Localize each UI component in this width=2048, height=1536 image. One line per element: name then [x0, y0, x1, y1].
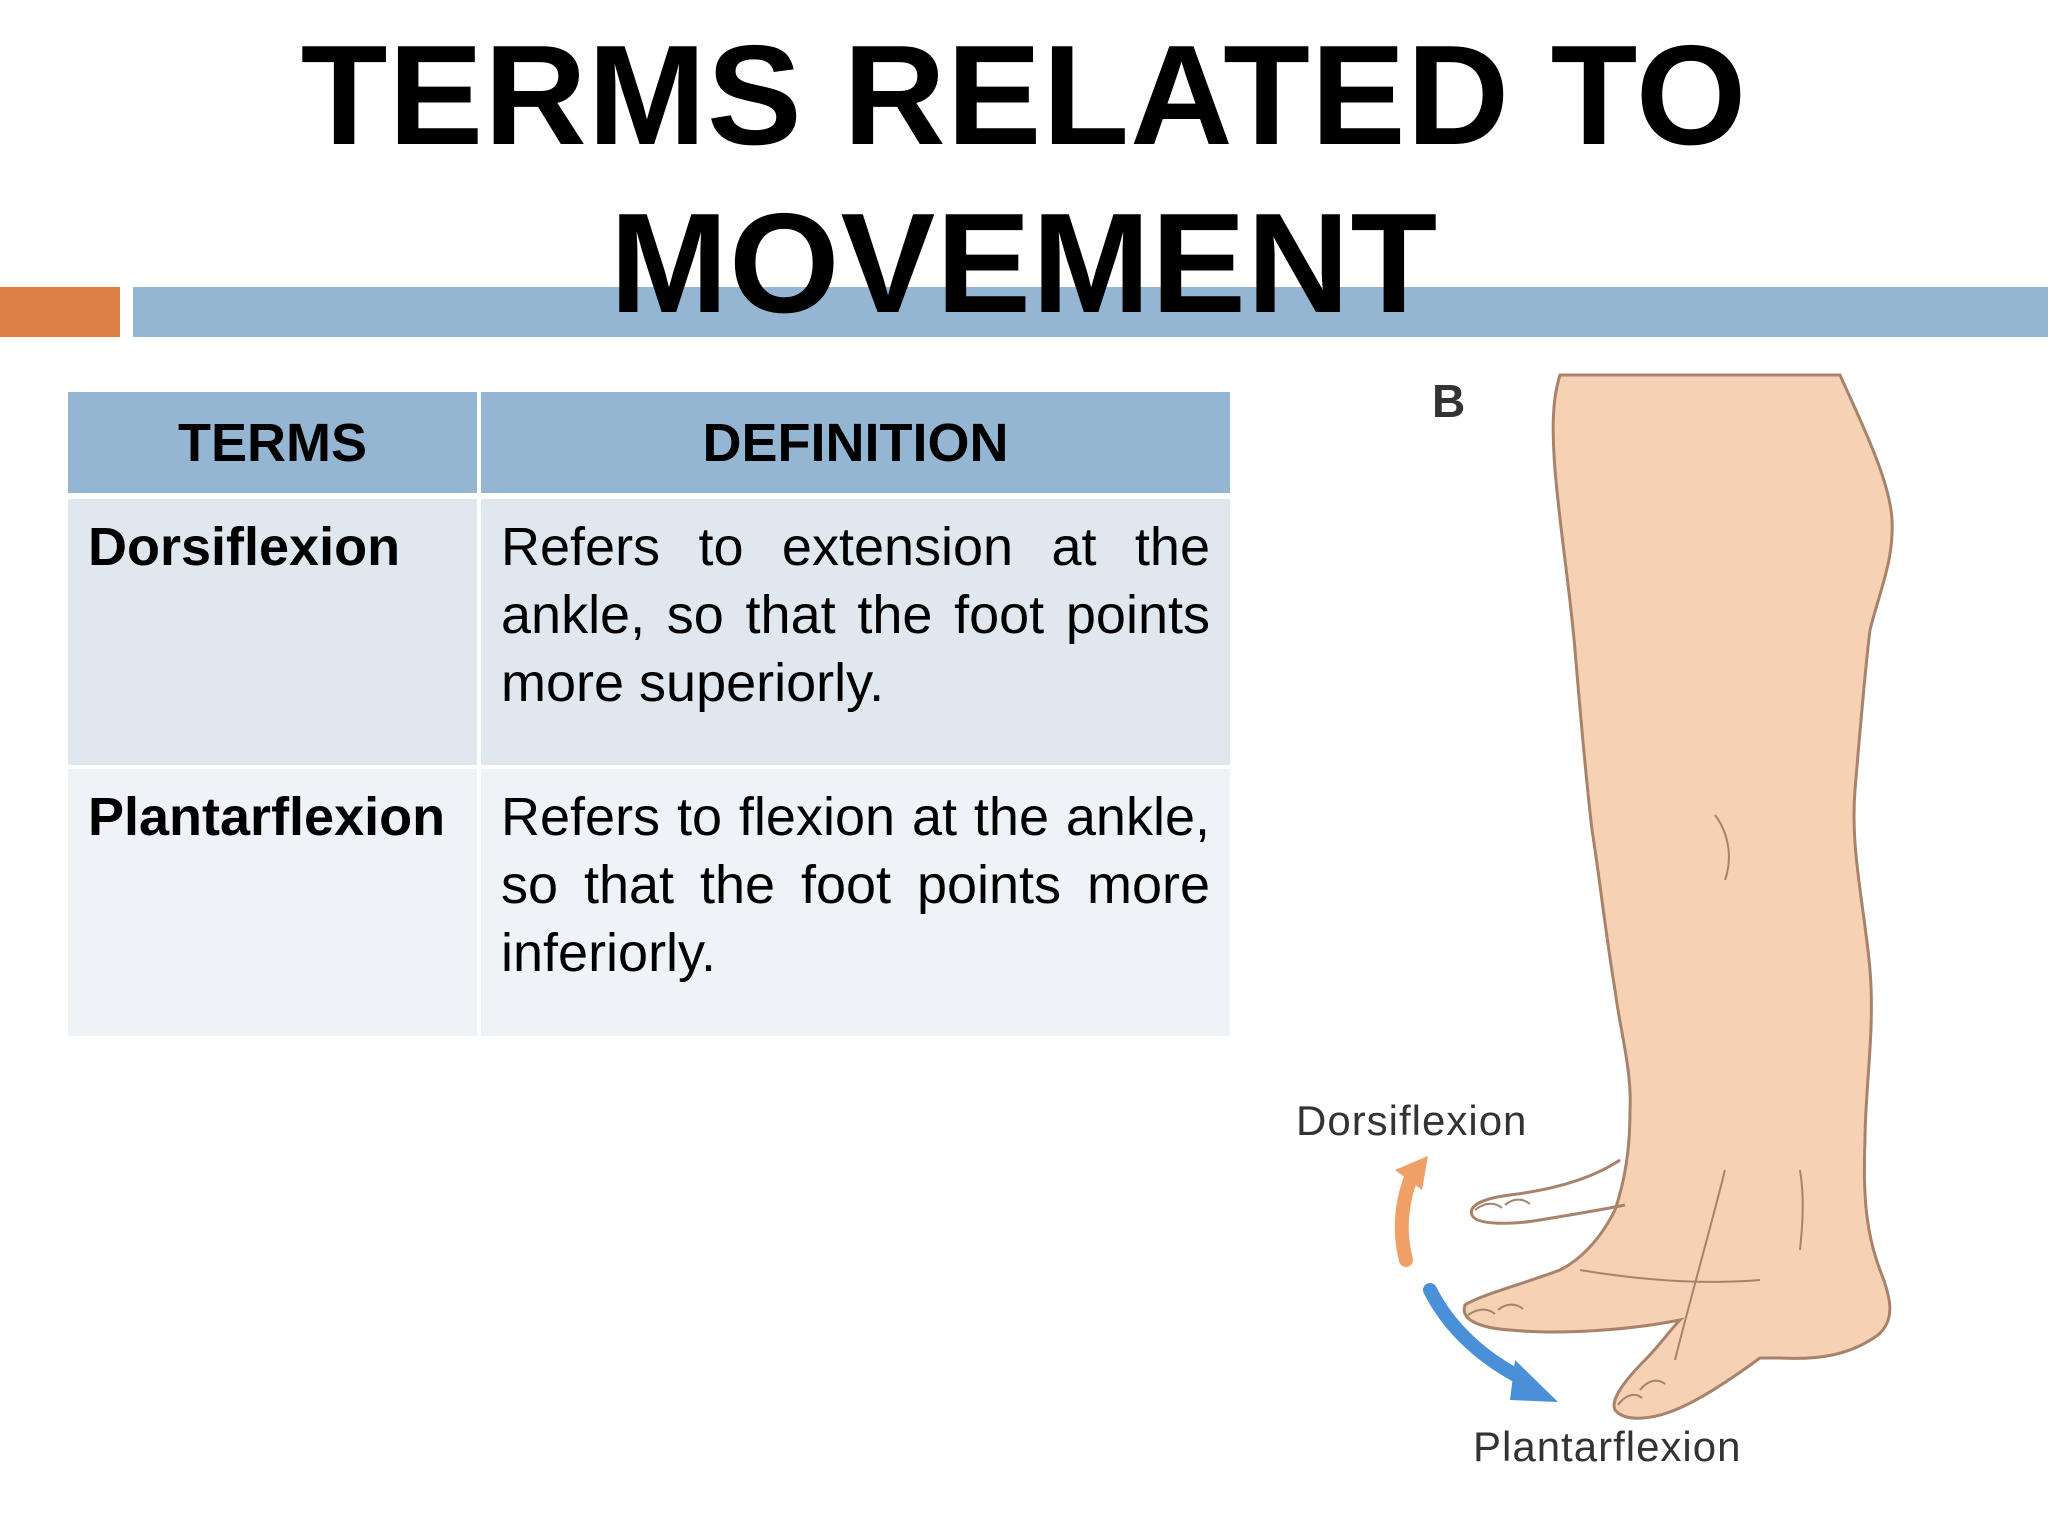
slide-title-line-1: TERMS RELATED TO [300, 16, 1748, 175]
table-header-row: TERMS DEFINITION [68, 392, 1230, 499]
leg-drawing [1394, 373, 1894, 1420]
toes-middle [1467, 1303, 1524, 1316]
accent-bar-blue [133, 287, 2048, 337]
figure-label-dorsiflexion: Dorsiflexion [1296, 1097, 1528, 1144]
toes-lower [1617, 1379, 1666, 1406]
knee-crease [1714, 814, 1730, 881]
slide-title: TERMS RELATED TO MOVEMENT [0, 12, 2048, 348]
table-row: Plantarflexion Refers to flexion at the … [68, 767, 1230, 1040]
accent-bar-orange [0, 287, 120, 337]
plantarflexion-arrowhead-icon [1510, 1360, 1558, 1402]
definition-cell: Refers to flexion at the ankle, so that … [479, 767, 1230, 1040]
definition-cell: Refers to extension at the ankle, so tha… [479, 496, 1230, 769]
ankle-crease [1799, 1169, 1804, 1251]
plantarflexion-arrow-icon [1423, 1283, 1532, 1387]
term-cell: Plantarflexion [68, 767, 481, 1040]
header-terms: TERMS [68, 392, 481, 499]
figure-panel-letter: B [1432, 375, 1466, 427]
dorsiflexion-arrow-icon [1394, 1168, 1419, 1267]
toes-upper [1474, 1198, 1531, 1211]
table-row: Dorsiflexion Refers to extension at the … [68, 496, 1230, 769]
terms-table: TERMS DEFINITION Dorsiflexion Refers to … [68, 392, 1230, 1040]
leg-shape [1462, 373, 1894, 1420]
dorsiflexion-arrowhead-icon [1395, 1156, 1428, 1190]
dorsiflexed-foot [1469, 1158, 1626, 1225]
header-definition: DEFINITION [479, 392, 1230, 499]
leg-illustration: B Dorsiflexion Plantarflexion [1280, 370, 1920, 1480]
slide-title-line-2: MOVEMENT [609, 184, 1439, 343]
term-cell: Dorsiflexion [68, 496, 481, 769]
ankle-line [1674, 1169, 1726, 1361]
figure-label-plantarflexion: Plantarflexion [1473, 1423, 1742, 1470]
foot-divider-line [1579, 1269, 1761, 1283]
